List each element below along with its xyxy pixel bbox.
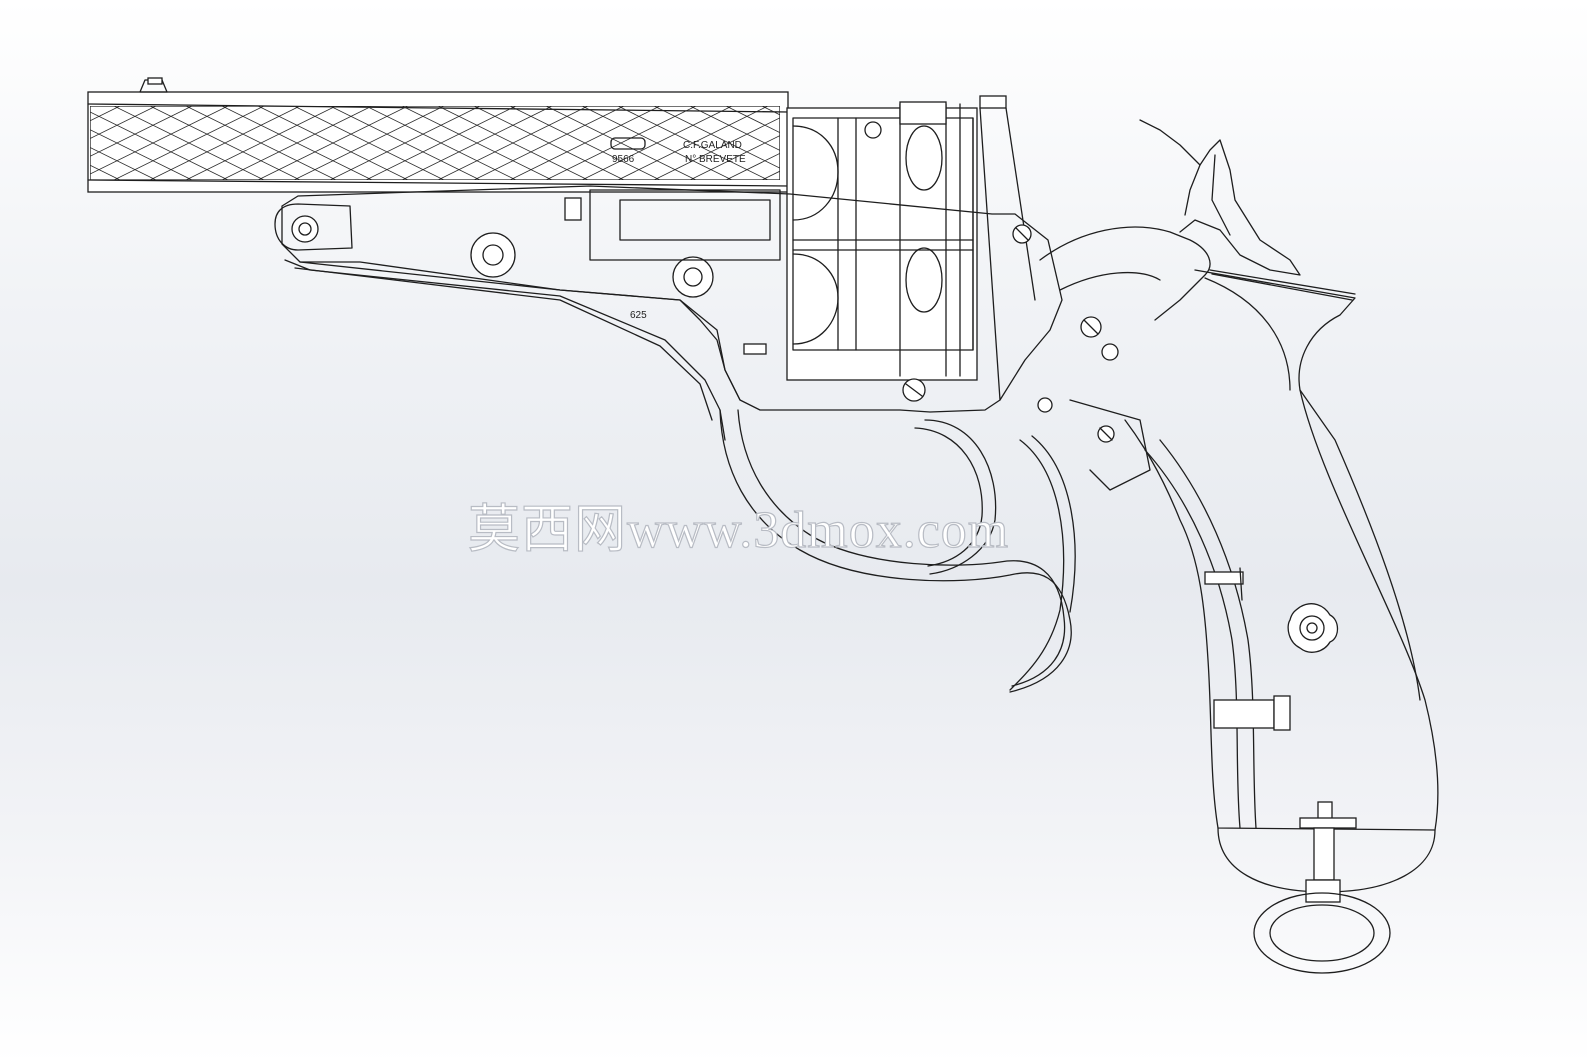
patent-engraving: N° BREVETE [685, 154, 746, 165]
grip [1124, 269, 1439, 893]
engravings: C.F.GALAND N° BREVETE 9566 625 [612, 140, 746, 321]
trigger-guard [719, 409, 1076, 693]
barrel-knurling [90, 106, 780, 180]
serial-engraving: 9566 [612, 154, 635, 165]
lanyard-ring [1253, 801, 1391, 974]
maker-engraving: C.F.GALAND [683, 140, 742, 151]
cylinder [786, 101, 978, 381]
lock-mechanism [902, 119, 1301, 491]
barrel [87, 77, 789, 193]
watermark-text: 莫西网www.3dmox.com [468, 502, 1009, 559]
frame-mark: 625 [630, 310, 647, 321]
barrel-stamp [610, 137, 646, 150]
frame [274, 95, 1063, 441]
